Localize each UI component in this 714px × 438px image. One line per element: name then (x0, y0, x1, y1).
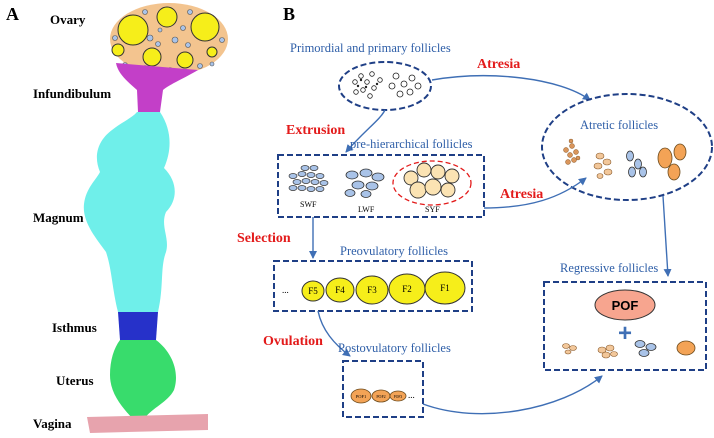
magnum-shape (83, 112, 175, 312)
label-pof2: POF2 (376, 394, 385, 399)
label-preovulatory-follicles: Preovulatory follicles (340, 244, 448, 258)
infundibulum-shape (116, 63, 198, 112)
preovulatory-follicle-row: F5 F4 F3 F2 F1 (301, 271, 466, 305)
label-extrusion: Extrusion (286, 123, 345, 138)
primordial-follicle-fills (356, 78, 379, 89)
label-f4: F4 (335, 285, 345, 295)
label-postovulatory-follicles: Postovulatory follicles (338, 341, 451, 355)
label-selection: Selection (237, 231, 291, 246)
postovulatory-follicle-row: POF1 POF2 POF3 ... (350, 388, 415, 404)
arrow-atretic-to-regressive (662, 195, 672, 277)
label-isthmus: Isthmus (52, 320, 97, 335)
follicle-pof3 (389, 390, 407, 402)
arrow-ovulation (317, 310, 351, 357)
regressive-orange-follicle (676, 340, 696, 356)
label-magnum: Magnum (33, 210, 84, 225)
label-swf: SWF (300, 200, 317, 209)
arrow-postovulatory-to-regressive (422, 375, 603, 415)
plus-sign: + (618, 320, 632, 347)
ovary-follicle (190, 12, 220, 42)
label-pof3: POF3 (394, 395, 403, 399)
label-infundibulum: Infundibulum (33, 86, 111, 101)
follicle-f5 (301, 280, 325, 302)
follicle-pof1 (350, 388, 372, 404)
lwf-follicles (344, 168, 385, 198)
ovary-follicle (117, 14, 149, 46)
ovary-follicle (176, 51, 194, 69)
ovary-follicle (206, 46, 218, 58)
label-regressive-follicles: Regressive follicles (560, 261, 658, 275)
arrow-atresia-top (431, 75, 591, 101)
ovary-follicle (156, 6, 178, 28)
atretic-follicle-shapes (563, 138, 687, 181)
ovary-follicle (111, 43, 125, 57)
syf-highlight-ring (392, 160, 472, 206)
atretic-follicles-cluster (541, 93, 713, 201)
label-pof: POF (612, 298, 639, 313)
follicle-f1 (424, 271, 466, 305)
panel-a-letter: A (6, 4, 19, 24)
label-atretic-follicles: Atretic follicles (580, 118, 658, 132)
follicle-f3 (355, 275, 389, 305)
panel-a: A Ovary Infundibulum Magnum (6, 3, 228, 433)
ovary-illustration (110, 3, 228, 75)
uterus-shape (110, 340, 176, 418)
ovary-follicle (142, 47, 162, 67)
label-pof1: POF1 (356, 394, 367, 399)
label-lwf: LWF (358, 205, 375, 214)
label-vagina: Vagina (33, 416, 72, 431)
label-atresia-mid: Atresia (500, 187, 543, 202)
label-ovulation: Ovulation (263, 334, 323, 349)
label-f3: F3 (367, 285, 377, 295)
panel-b: B Primordial and primary follicles Atres… (237, 4, 713, 418)
label-prehierarchical-follicles: pre-hierarchical follicles (350, 137, 473, 151)
preovulatory-follicles-box (273, 260, 473, 312)
label-uterus: Uterus (56, 373, 94, 388)
primordial-follicle-dots (352, 71, 422, 99)
label-f2: F2 (402, 284, 412, 294)
follicle-f4 (325, 277, 355, 303)
arrow-atresia-mid (483, 177, 587, 209)
label-f1: F1 (440, 283, 450, 293)
label-ovary: Ovary (50, 12, 86, 27)
label-syf: SYF (425, 205, 440, 214)
panel-b-letter: B (283, 4, 295, 24)
syf-follicles (403, 162, 460, 199)
pof-ellipse (594, 289, 656, 321)
postovulatory-follicles-box (342, 360, 424, 418)
label-f5: F5 (308, 286, 318, 296)
label-atresia-top: Atresia (477, 57, 520, 72)
preovulatory-ellipsis: ... (282, 285, 289, 295)
regressive-follicle-shapes (562, 340, 696, 359)
arrow-extrusion (345, 109, 386, 153)
isthmus-shape (118, 312, 158, 340)
regressive-follicles-box (543, 281, 707, 371)
swf-follicles (288, 165, 329, 192)
postovulatory-ellipsis: ... (408, 390, 415, 400)
vagina-shape (87, 414, 208, 433)
label-primordial-follicles: Primordial and primary follicles (290, 41, 451, 55)
prehierarchical-follicles-box (277, 154, 485, 218)
